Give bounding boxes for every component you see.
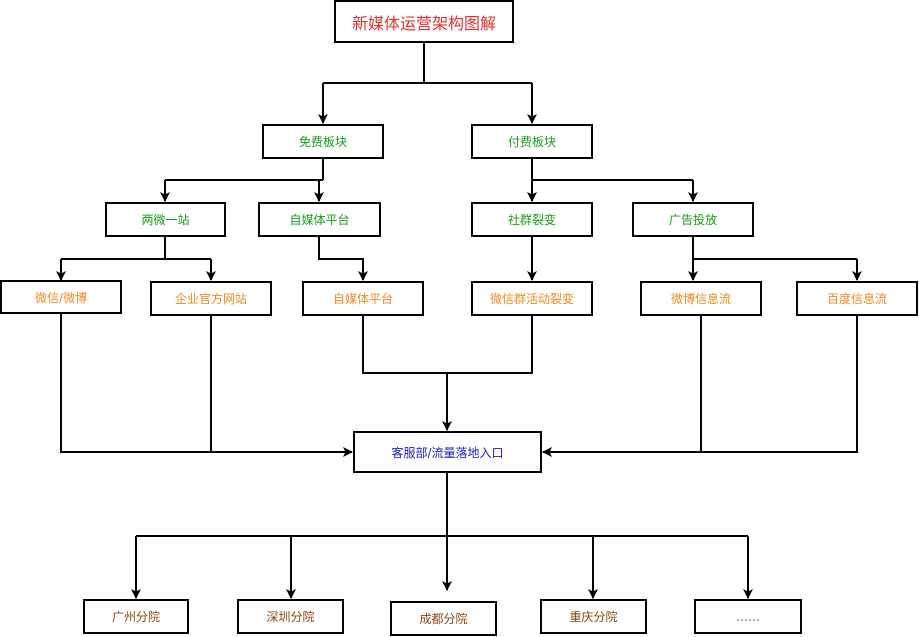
baidu-feed-node: 百度信息流 <box>796 281 918 316</box>
paid-section-node: 付费板块 <box>471 124 593 159</box>
chengdu-branch-node: 成都分院 <box>390 601 497 636</box>
self-media-platform-2-node: 自媒体平台 <box>302 281 424 316</box>
chongqing-branch-node: 重庆分院 <box>540 599 647 634</box>
two-weixin-one-site-node: 两微一站 <box>105 202 226 237</box>
weixin-weibo-node: 微信/微博 <box>0 280 122 314</box>
community-fission-node: 社群裂变 <box>471 202 593 237</box>
advertising-node: 广告投放 <box>632 202 754 237</box>
shenzhen-branch-node: 深圳分院 <box>237 599 344 634</box>
edge-baidu-cs <box>542 315 858 457</box>
edge-self-media-platform <box>318 236 368 281</box>
guangzhou-branch-node: 广州分院 <box>83 599 189 634</box>
edge-weixin-cs <box>60 313 353 457</box>
edge-middle-merge <box>362 315 533 374</box>
self-media-platform-node: 自媒体平台 <box>258 202 381 237</box>
weibo-feed-node: 微博信息流 <box>640 281 762 316</box>
more-branches-node: …… <box>694 599 802 634</box>
root-title-node: 新媒体运营架构图解 <box>334 0 514 43</box>
free-section-node: 免费板块 <box>262 124 384 159</box>
customer-service-node: 客服部/流量落地入口 <box>353 431 542 473</box>
wechat-group-fission-node: 微信群活动裂变 <box>471 281 593 316</box>
official-website-node: 企业官方网站 <box>150 281 272 316</box>
